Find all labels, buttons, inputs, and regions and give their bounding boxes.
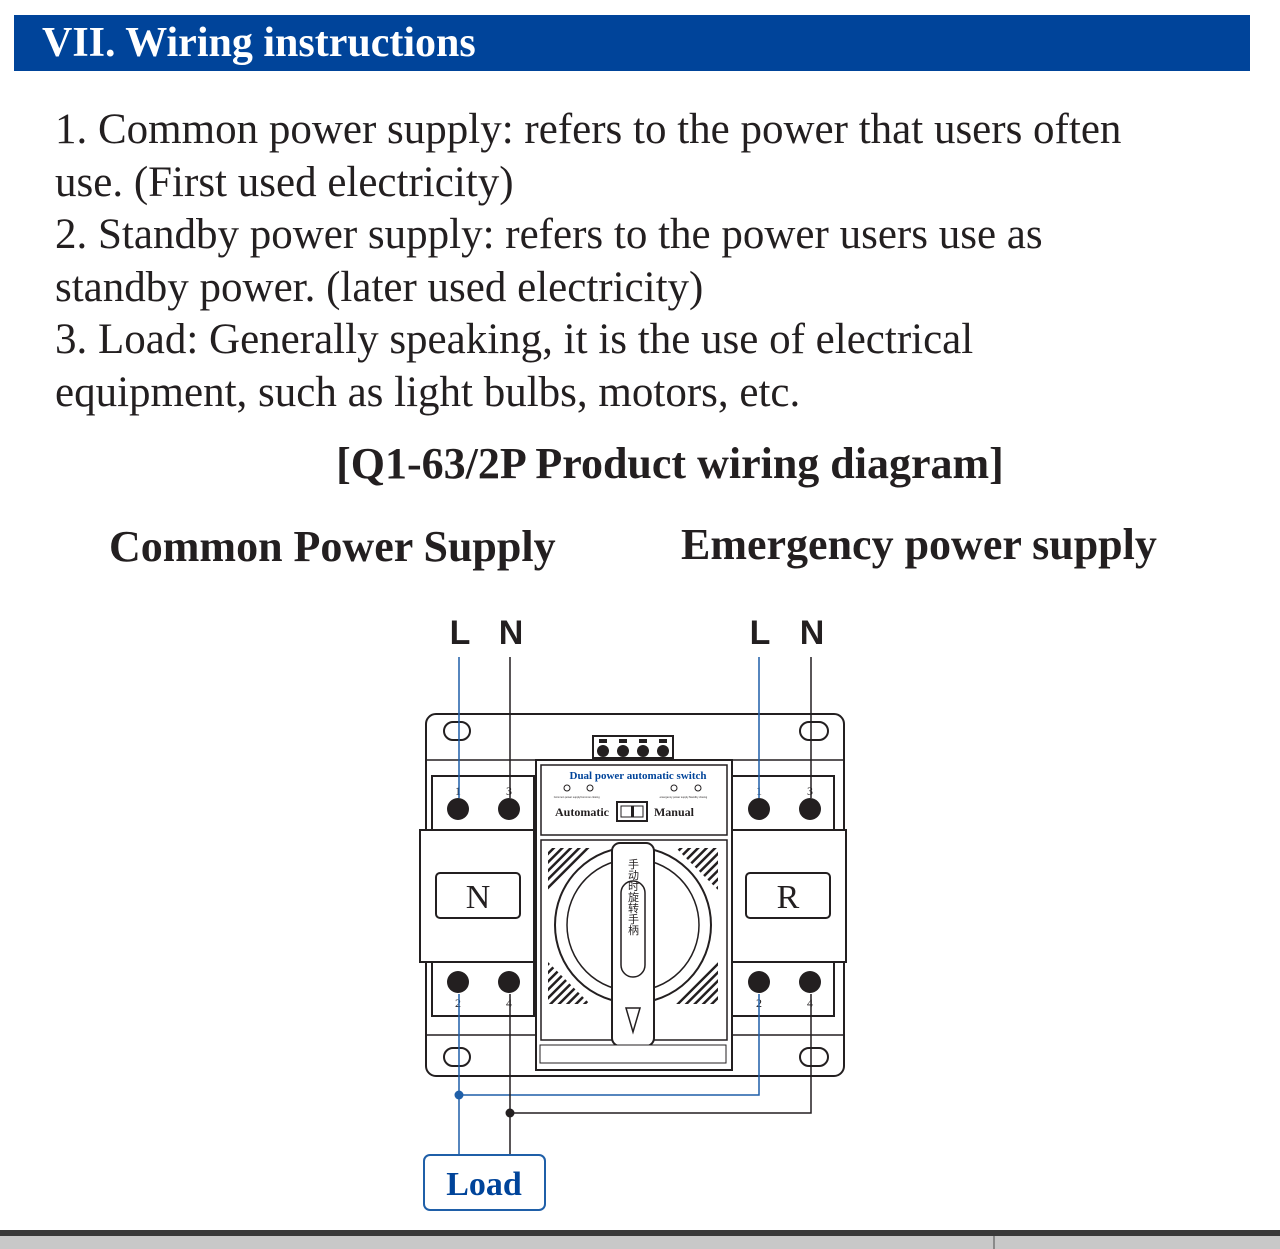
breaker-label-box-r xyxy=(745,872,831,919)
common-power-label: Common Power Supply xyxy=(109,522,556,571)
mode-automatic-label: Automatic xyxy=(555,805,610,819)
control-connector xyxy=(592,735,674,759)
left-terminal-n: N xyxy=(499,614,524,652)
nameplate-slot xyxy=(539,1044,727,1064)
terminal-screw xyxy=(748,798,770,820)
instruction-line-4: standby power. (later used electricity) xyxy=(55,263,704,311)
indicator-standby-closing xyxy=(694,784,702,792)
wire-bridge-l xyxy=(459,994,760,1096)
junction-l xyxy=(454,1090,464,1100)
indicator-emergency-power xyxy=(670,784,678,792)
terminal-number: 4 xyxy=(506,996,512,1010)
indicator-common-closing xyxy=(586,784,594,792)
terminal-screw xyxy=(498,798,520,820)
switch-title: Dual power automatic switch xyxy=(570,770,707,782)
instruction-line-6: equipment, such as light bulbs, motors, … xyxy=(55,368,801,416)
mode-manual-label: Manual xyxy=(654,805,695,819)
terminal-number: 3 xyxy=(807,784,813,798)
breaker-label-box-n xyxy=(435,872,521,919)
mount-hole-top-right xyxy=(799,721,829,741)
indicator-label: Common power supply xyxy=(554,795,581,799)
section-title: VII. Wiring instructions xyxy=(42,20,476,66)
terminal-screw xyxy=(498,971,520,993)
instruction-line-1: 1. Common power supply: refers to the po… xyxy=(55,106,1122,153)
right-terminal-l: L xyxy=(750,614,771,652)
instructions-text: 1. Common power supply: refers to the po… xyxy=(55,104,1255,419)
handle-arrow-icon xyxy=(625,1007,641,1035)
mount-hole-top-left xyxy=(443,721,471,741)
terminal-screw xyxy=(799,971,821,993)
instruction-line-3: 2. Standby power supply: refers to the p… xyxy=(55,211,1043,258)
wire-bridge-n xyxy=(510,994,812,1114)
terminal-screw xyxy=(748,971,770,993)
indicator-label: Common closing xyxy=(580,795,600,799)
emergency-power-label: Emergency power supply xyxy=(681,520,1157,569)
breaker-label-n: N xyxy=(466,879,491,916)
terminal-number: 1 xyxy=(455,784,461,798)
terminal-number: 2 xyxy=(455,996,461,1010)
indicator-label: Standby closing xyxy=(689,795,708,799)
terminal-screw xyxy=(799,798,821,820)
section-header-bar: VII. Wiring instructions xyxy=(14,15,1250,71)
right-terminal-n: N xyxy=(800,614,825,652)
bottom-divider xyxy=(0,1230,1280,1236)
instruction-line-5: 3. Load: Generally speaking, it is the u… xyxy=(55,316,974,363)
breaker-label-r: R xyxy=(777,879,800,916)
terminal-screw xyxy=(447,798,469,820)
handle-text: 手动时旋转手柄 xyxy=(627,857,640,936)
load-label: Load xyxy=(446,1166,522,1203)
mount-hole-bottom-left xyxy=(443,1047,471,1067)
left-terminal-l: L xyxy=(450,614,471,652)
terminal-number: 3 xyxy=(506,784,512,798)
indicator-label: emergency power supply xyxy=(660,795,690,799)
bottom-separator xyxy=(993,1236,995,1249)
load-box xyxy=(423,1154,546,1211)
diagram-title: [Q1-63/2P Product wiring diagram] xyxy=(336,439,1004,488)
terminal-screw xyxy=(447,971,469,993)
terminal-number: 4 xyxy=(807,996,813,1010)
junction-n xyxy=(505,1108,515,1118)
control-panel xyxy=(540,764,728,836)
instruction-line-2: use. (First used electricity) xyxy=(55,158,514,206)
mount-hole-bottom-right xyxy=(799,1047,829,1067)
indicator-common-power xyxy=(563,784,571,792)
